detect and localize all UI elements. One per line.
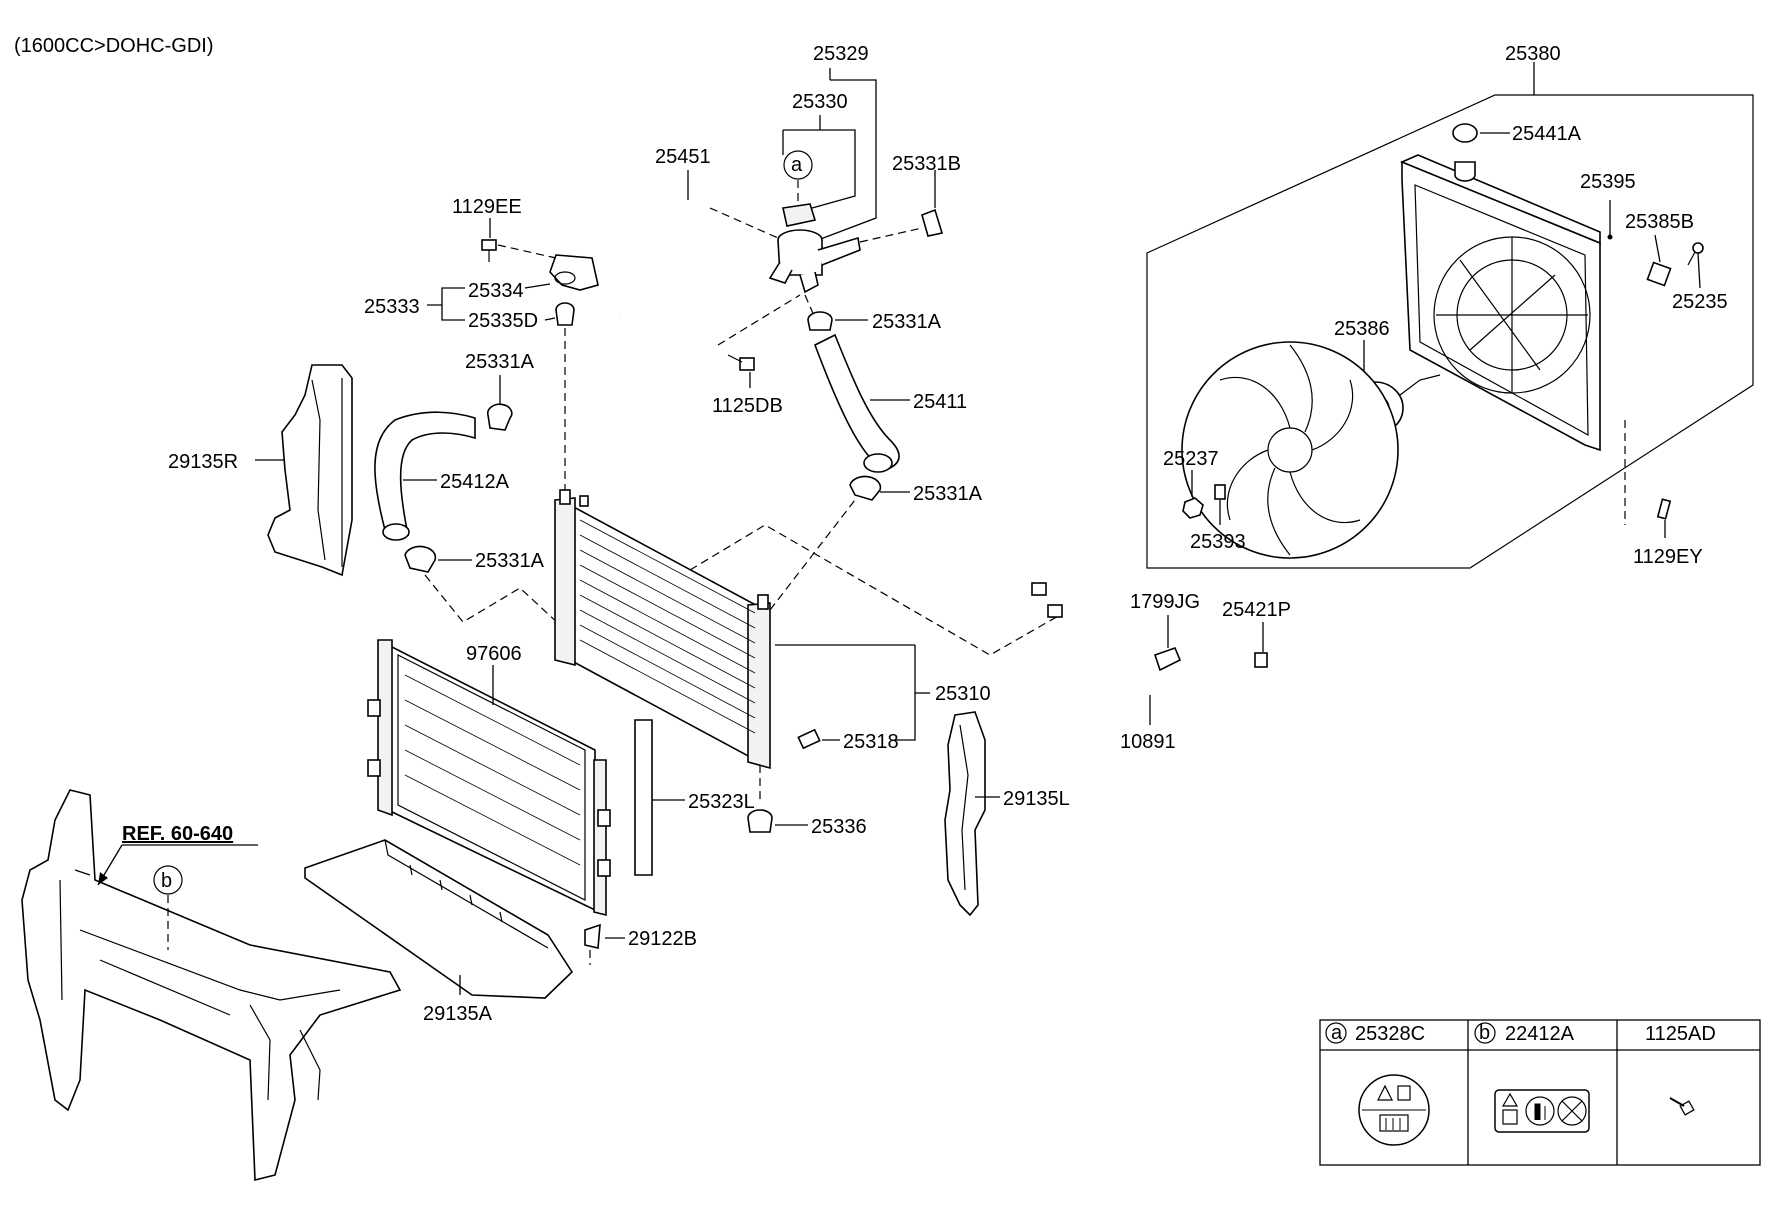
label-25331A-lower-right: 25331A xyxy=(913,483,983,505)
legend-table: a 25328C b 22412A 1125AD xyxy=(1319,1019,1761,1166)
clamp-25331A-upper xyxy=(807,311,833,331)
label-29135A: 29135A xyxy=(423,1003,493,1025)
front-carrier: REF. 60-640 b xyxy=(21,789,402,1182)
fan-assembly-outline xyxy=(1146,94,1754,569)
label-10891: 10891 xyxy=(1120,731,1176,753)
callout-b-letter: b xyxy=(161,870,172,892)
air-guard-29135R: 29135R xyxy=(168,364,353,577)
label-25331A-left-lower: 25331A xyxy=(475,550,545,572)
lower-hose-25412A xyxy=(374,411,476,537)
callout-b-circle xyxy=(153,865,183,895)
pressure-cap xyxy=(782,203,817,227)
label-29122B: 29122B xyxy=(628,928,697,950)
label-25335D: 25335D xyxy=(468,310,538,332)
label-1125DB: 1125DB xyxy=(712,395,783,417)
label-25451: 25451 xyxy=(655,146,711,168)
filler-neck-group: 25329 25330 a 25451 25331B xyxy=(618,43,983,505)
label-29135R: 29135R xyxy=(168,451,238,473)
drain-plug-25318: 25318 xyxy=(797,728,899,753)
lower-hose-group: 25412A 25331A xyxy=(374,411,561,626)
clamp-25331A-left-lower xyxy=(404,545,437,573)
label-25386: 25386 xyxy=(1334,318,1390,340)
cap-25441A xyxy=(1452,123,1478,143)
label-25318: 25318 xyxy=(843,731,899,753)
clip-25393 xyxy=(1214,484,1226,500)
engine-note: (1600CC>DOHC-GDI) xyxy=(14,35,213,57)
caution-label-icon xyxy=(1494,1089,1590,1133)
bolt-1129EE xyxy=(481,239,497,251)
label-1129EY: 1129EY xyxy=(1633,546,1703,568)
label-25411: 25411 xyxy=(913,391,967,413)
label-97606: 97606 xyxy=(466,643,522,665)
clip-29122B: 29122B xyxy=(584,923,697,965)
air-guard-29135A: 29135A xyxy=(304,839,574,1025)
label-25331A-upper: 25331A xyxy=(872,311,942,333)
fan-assembly-group: 25380 25441A 25395 25385B 25235 xyxy=(1146,43,1754,569)
label-25329: 25329 xyxy=(813,43,869,65)
label-29135L: 29135L xyxy=(1003,788,1070,810)
bolt-1125AD-icon xyxy=(1669,1097,1695,1116)
label-25412A: 25412A xyxy=(440,471,510,493)
air-guard-29135L: 29135L xyxy=(944,711,1070,917)
callout-a-letter: a xyxy=(791,154,803,176)
label-25336: 25336 xyxy=(811,816,867,838)
label-25441A: 25441A xyxy=(1512,123,1582,145)
filler-neck xyxy=(768,229,861,294)
cooler-hoses-group: 10891 1799JG 25421P xyxy=(1031,582,1306,753)
warning-cap-label-icon xyxy=(1358,1074,1430,1146)
overflow-hose xyxy=(619,201,711,319)
clamp-1799JG xyxy=(1153,646,1182,672)
label-25330: 25330 xyxy=(792,91,848,113)
label-25380: 25380 xyxy=(1505,43,1561,65)
legend-a-letter: a xyxy=(1331,1022,1343,1044)
legend-c-part: 1125AD xyxy=(1645,1023,1716,1045)
legend-b-letter: b xyxy=(1479,1022,1490,1044)
label-25334: 25334 xyxy=(468,280,524,302)
legend-b-part: 22412A xyxy=(1505,1023,1575,1045)
clamp-25331A-lower-right xyxy=(849,475,882,501)
label-25237: 25237 xyxy=(1163,448,1219,470)
label-25310: 25310 xyxy=(935,683,991,705)
callout-a-circle xyxy=(783,150,813,180)
label-25421P: 25421P xyxy=(1222,599,1291,621)
label-25385B: 25385B xyxy=(1625,211,1694,233)
grommet-25336: 25336 xyxy=(747,809,867,838)
seal-25323L: 25323L xyxy=(634,719,755,876)
legend-b-circle xyxy=(1474,1022,1496,1044)
fan-blade xyxy=(1181,341,1399,559)
resistor-25385B xyxy=(1646,261,1672,287)
clamp-25331B xyxy=(921,208,944,237)
legend-a-part: 25328C xyxy=(1355,1023,1425,1045)
bracket-25334 xyxy=(549,254,599,291)
label-25323L: 25323L xyxy=(688,791,755,813)
label-25333: 25333 xyxy=(364,296,420,318)
radiator-25310: 25310 xyxy=(554,489,1061,800)
label-25331B: 25331B xyxy=(892,153,961,175)
grommet-25335D xyxy=(555,302,575,326)
clamp-25331A-left xyxy=(486,403,513,431)
fan-shroud xyxy=(1399,154,1601,452)
mount-group: 1129EE 25334 25333 25335D 25331A xyxy=(364,196,599,490)
label-1129EE: 1129EE xyxy=(452,196,522,218)
label-25235: 25235 xyxy=(1672,291,1728,313)
ref-label: REF. 60-640 xyxy=(122,823,233,845)
label-1799JG: 1799JG xyxy=(1130,591,1200,613)
legend-a-circle xyxy=(1325,1022,1347,1044)
label-25395: 25395 xyxy=(1580,171,1636,193)
bolt-1125DB xyxy=(739,357,755,371)
label-25331A-left-upper: 25331A xyxy=(465,351,535,373)
label-25393: 25393 xyxy=(1190,531,1246,553)
upper-hose-25411 xyxy=(813,333,900,471)
nut-25237 xyxy=(1182,497,1204,519)
condenser-97606: 97606 xyxy=(367,639,611,917)
